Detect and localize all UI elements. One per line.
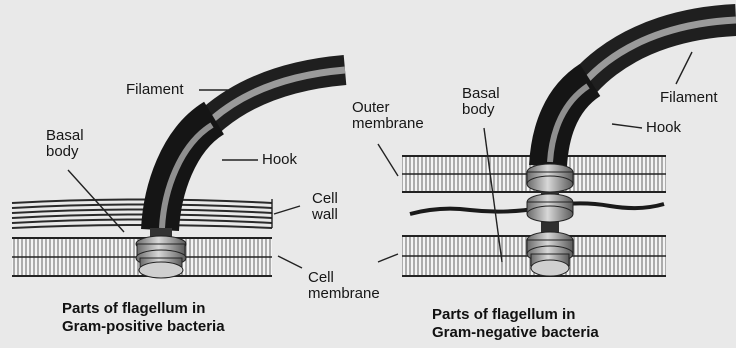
hook-segment-right bbox=[548, 80, 590, 166]
caption-gram-negative-line1: Parts of flagellum in bbox=[432, 306, 599, 324]
caption-gram-negative-line2: Gram-negative bacteria bbox=[432, 324, 599, 342]
basal-body-label-right-line1: Basal bbox=[462, 86, 500, 102]
gram-positive-panel bbox=[12, 70, 345, 278]
hook-segment bbox=[160, 118, 214, 230]
outer-membrane-label-line2: membrane bbox=[352, 116, 424, 132]
cell-membrane-label-line1: Cell bbox=[308, 270, 380, 286]
basal-body bbox=[136, 228, 186, 278]
hook-label-right: Hook bbox=[646, 120, 681, 136]
basal-body-label-left-line1: Basal bbox=[46, 128, 84, 144]
filament-label-right: Filament bbox=[660, 90, 718, 106]
basal-body-label-right-line2: body bbox=[462, 102, 500, 118]
basal-body-label-left-line2: body bbox=[46, 144, 84, 160]
caption-gram-positive-line2: Gram-positive bacteria bbox=[62, 318, 225, 336]
cell-wall-label-line1: Cell bbox=[312, 191, 338, 207]
caption-gram-positive-line1: Parts of flagellum in bbox=[62, 300, 225, 318]
cell-membrane-label: Cell membrane bbox=[308, 270, 380, 302]
caption-gram-negative: Parts of flagellum in Gram-negative bact… bbox=[432, 306, 599, 342]
gram-negative-panel bbox=[378, 20, 736, 276]
basal-body-label-right: Basal body bbox=[462, 86, 500, 118]
filament-label-left: Filament bbox=[126, 82, 184, 98]
cell-wall-label-line2: wall bbox=[312, 207, 338, 223]
outer-membrane-label: Outer membrane bbox=[352, 100, 424, 132]
basal-body-right bbox=[527, 164, 573, 276]
cell-membrane-label-line2: membrane bbox=[308, 286, 380, 302]
outer-membrane-label-line1: Outer bbox=[352, 100, 424, 116]
caption-gram-positive: Parts of flagellum in Gram-positive bact… bbox=[62, 300, 225, 336]
cell-wall-label: Cell wall bbox=[312, 191, 338, 223]
basal-body-label-left: Basal body bbox=[46, 128, 84, 160]
hook-label-left: Hook bbox=[262, 152, 297, 168]
